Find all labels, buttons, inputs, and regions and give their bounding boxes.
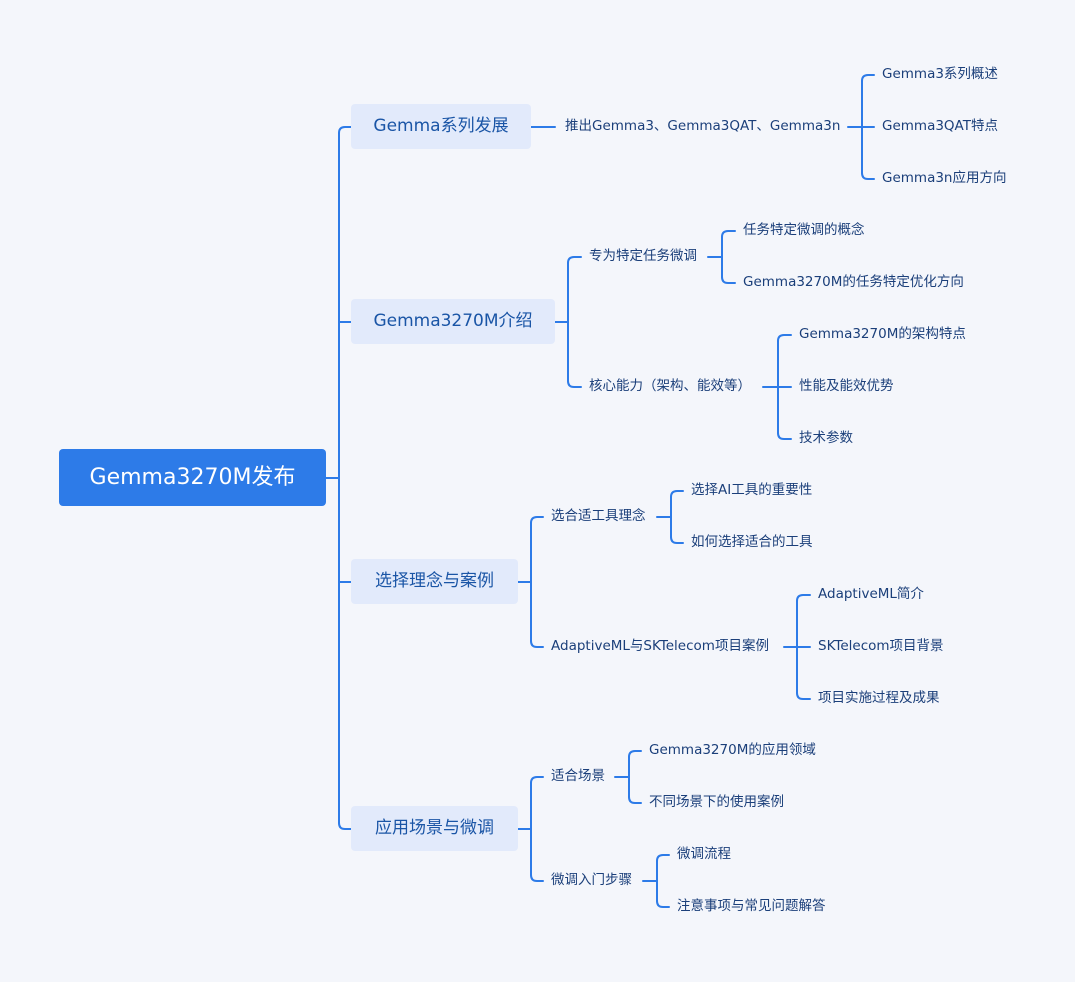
connector-line [670,490,684,498]
connector-line [628,750,642,758]
sub-node[interactable]: 核心能力（架构、能效等） [589,378,751,395]
connector-line [530,516,544,524]
leaf-node[interactable]: AdaptiveML简介 [818,586,924,603]
leaf-node[interactable]: Gemma3270M的任务特定优化方向 [743,274,964,291]
leaf-node[interactable]: Gemma3270M的架构特点 [799,326,966,343]
leaf-node[interactable]: 任务特定微调的概念 [743,222,865,239]
branch-node[interactable]: Gemma3270M介绍 [351,299,555,344]
leaf-node[interactable]: Gemma3n应用方向 [882,170,1007,187]
connector-line [567,380,582,388]
connector-line [530,776,544,784]
leaf-node[interactable]: 技术参数 [799,430,853,447]
connector-line [530,874,544,882]
connector-line [656,854,670,862]
leaf-node[interactable]: 性能及能效优势 [799,378,894,395]
branch-node[interactable]: 应用场景与微调 [351,806,518,851]
leaf-node[interactable]: 如何选择适合的工具 [691,534,813,551]
connector-line [796,692,811,700]
connector-line [721,276,736,284]
leaf-node[interactable]: 选择AI工具的重要性 [691,482,813,499]
leaf-node[interactable]: Gemma3QAT特点 [882,118,998,135]
branch-node[interactable]: 选择理念与案例 [351,559,518,604]
branch-node[interactable]: Gemma系列发展 [351,104,531,149]
connector-line [777,432,792,440]
connector-line [628,796,642,804]
connector-line [861,74,875,82]
sub-node[interactable]: 适合场景 [551,768,605,785]
connector-line [796,594,811,602]
connector-line [567,256,582,264]
leaf-node[interactable]: Gemma3270M的应用领域 [649,742,816,759]
connector-line [656,900,670,908]
sub-node[interactable]: 微调入门步骤 [551,872,632,889]
root-node[interactable]: Gemma3270M发布 [59,449,326,506]
leaf-node[interactable]: SKTelecom项目背景 [818,638,944,655]
connector-line [721,230,736,238]
leaf-node[interactable]: 注意事项与常见问题解答 [677,898,826,915]
connector-line [861,172,875,180]
leaf-node[interactable]: 项目实施过程及成果 [818,690,940,707]
sub-node[interactable]: AdaptiveML与SKTelecom项目案例 [551,638,769,655]
connector-line [338,126,352,134]
leaf-node[interactable]: 不同场景下的使用案例 [649,794,784,811]
sub-node[interactable]: 专为特定任务微调 [589,248,697,265]
sub-node[interactable]: 推出Gemma3、Gemma3QAT、Gemma3n [565,118,841,135]
connector-line [338,822,352,830]
sub-node[interactable]: 选合适工具理念 [551,508,646,525]
connector-line [530,640,544,648]
connector-line [670,536,684,544]
leaf-node[interactable]: Gemma3系列概述 [882,66,998,83]
connector-line [777,334,792,342]
leaf-node[interactable]: 微调流程 [677,846,731,863]
